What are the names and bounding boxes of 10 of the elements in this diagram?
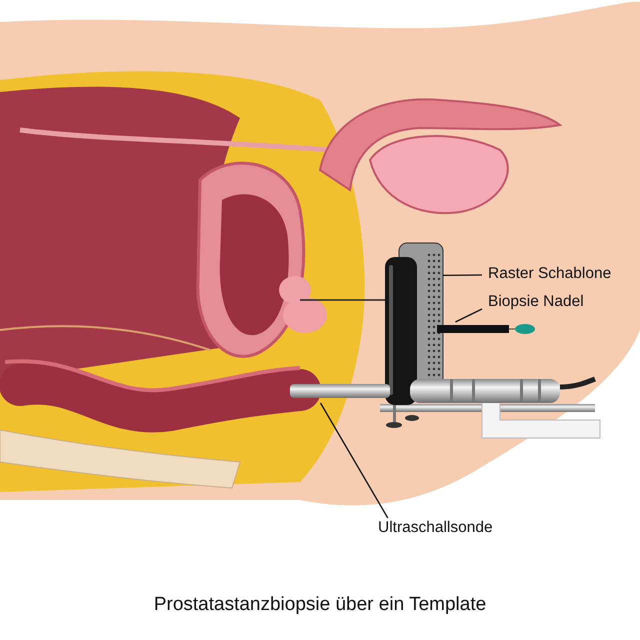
- ultrasound-probe: [290, 379, 595, 403]
- part-label: Biopsie Nadel: [488, 292, 618, 312]
- caption: Prostatastanzbiopsie über ein Template: [154, 594, 486, 615]
- leader-line: [455, 308, 482, 323]
- template-grid: [385, 243, 443, 405]
- leader-line: [443, 274, 482, 276]
- leader-line: [320, 402, 388, 518]
- part-label: Ultraschallsonde: [378, 518, 518, 538]
- part-label: Raster Schablone: [488, 264, 628, 284]
- biopsy-needle: [435, 322, 537, 336]
